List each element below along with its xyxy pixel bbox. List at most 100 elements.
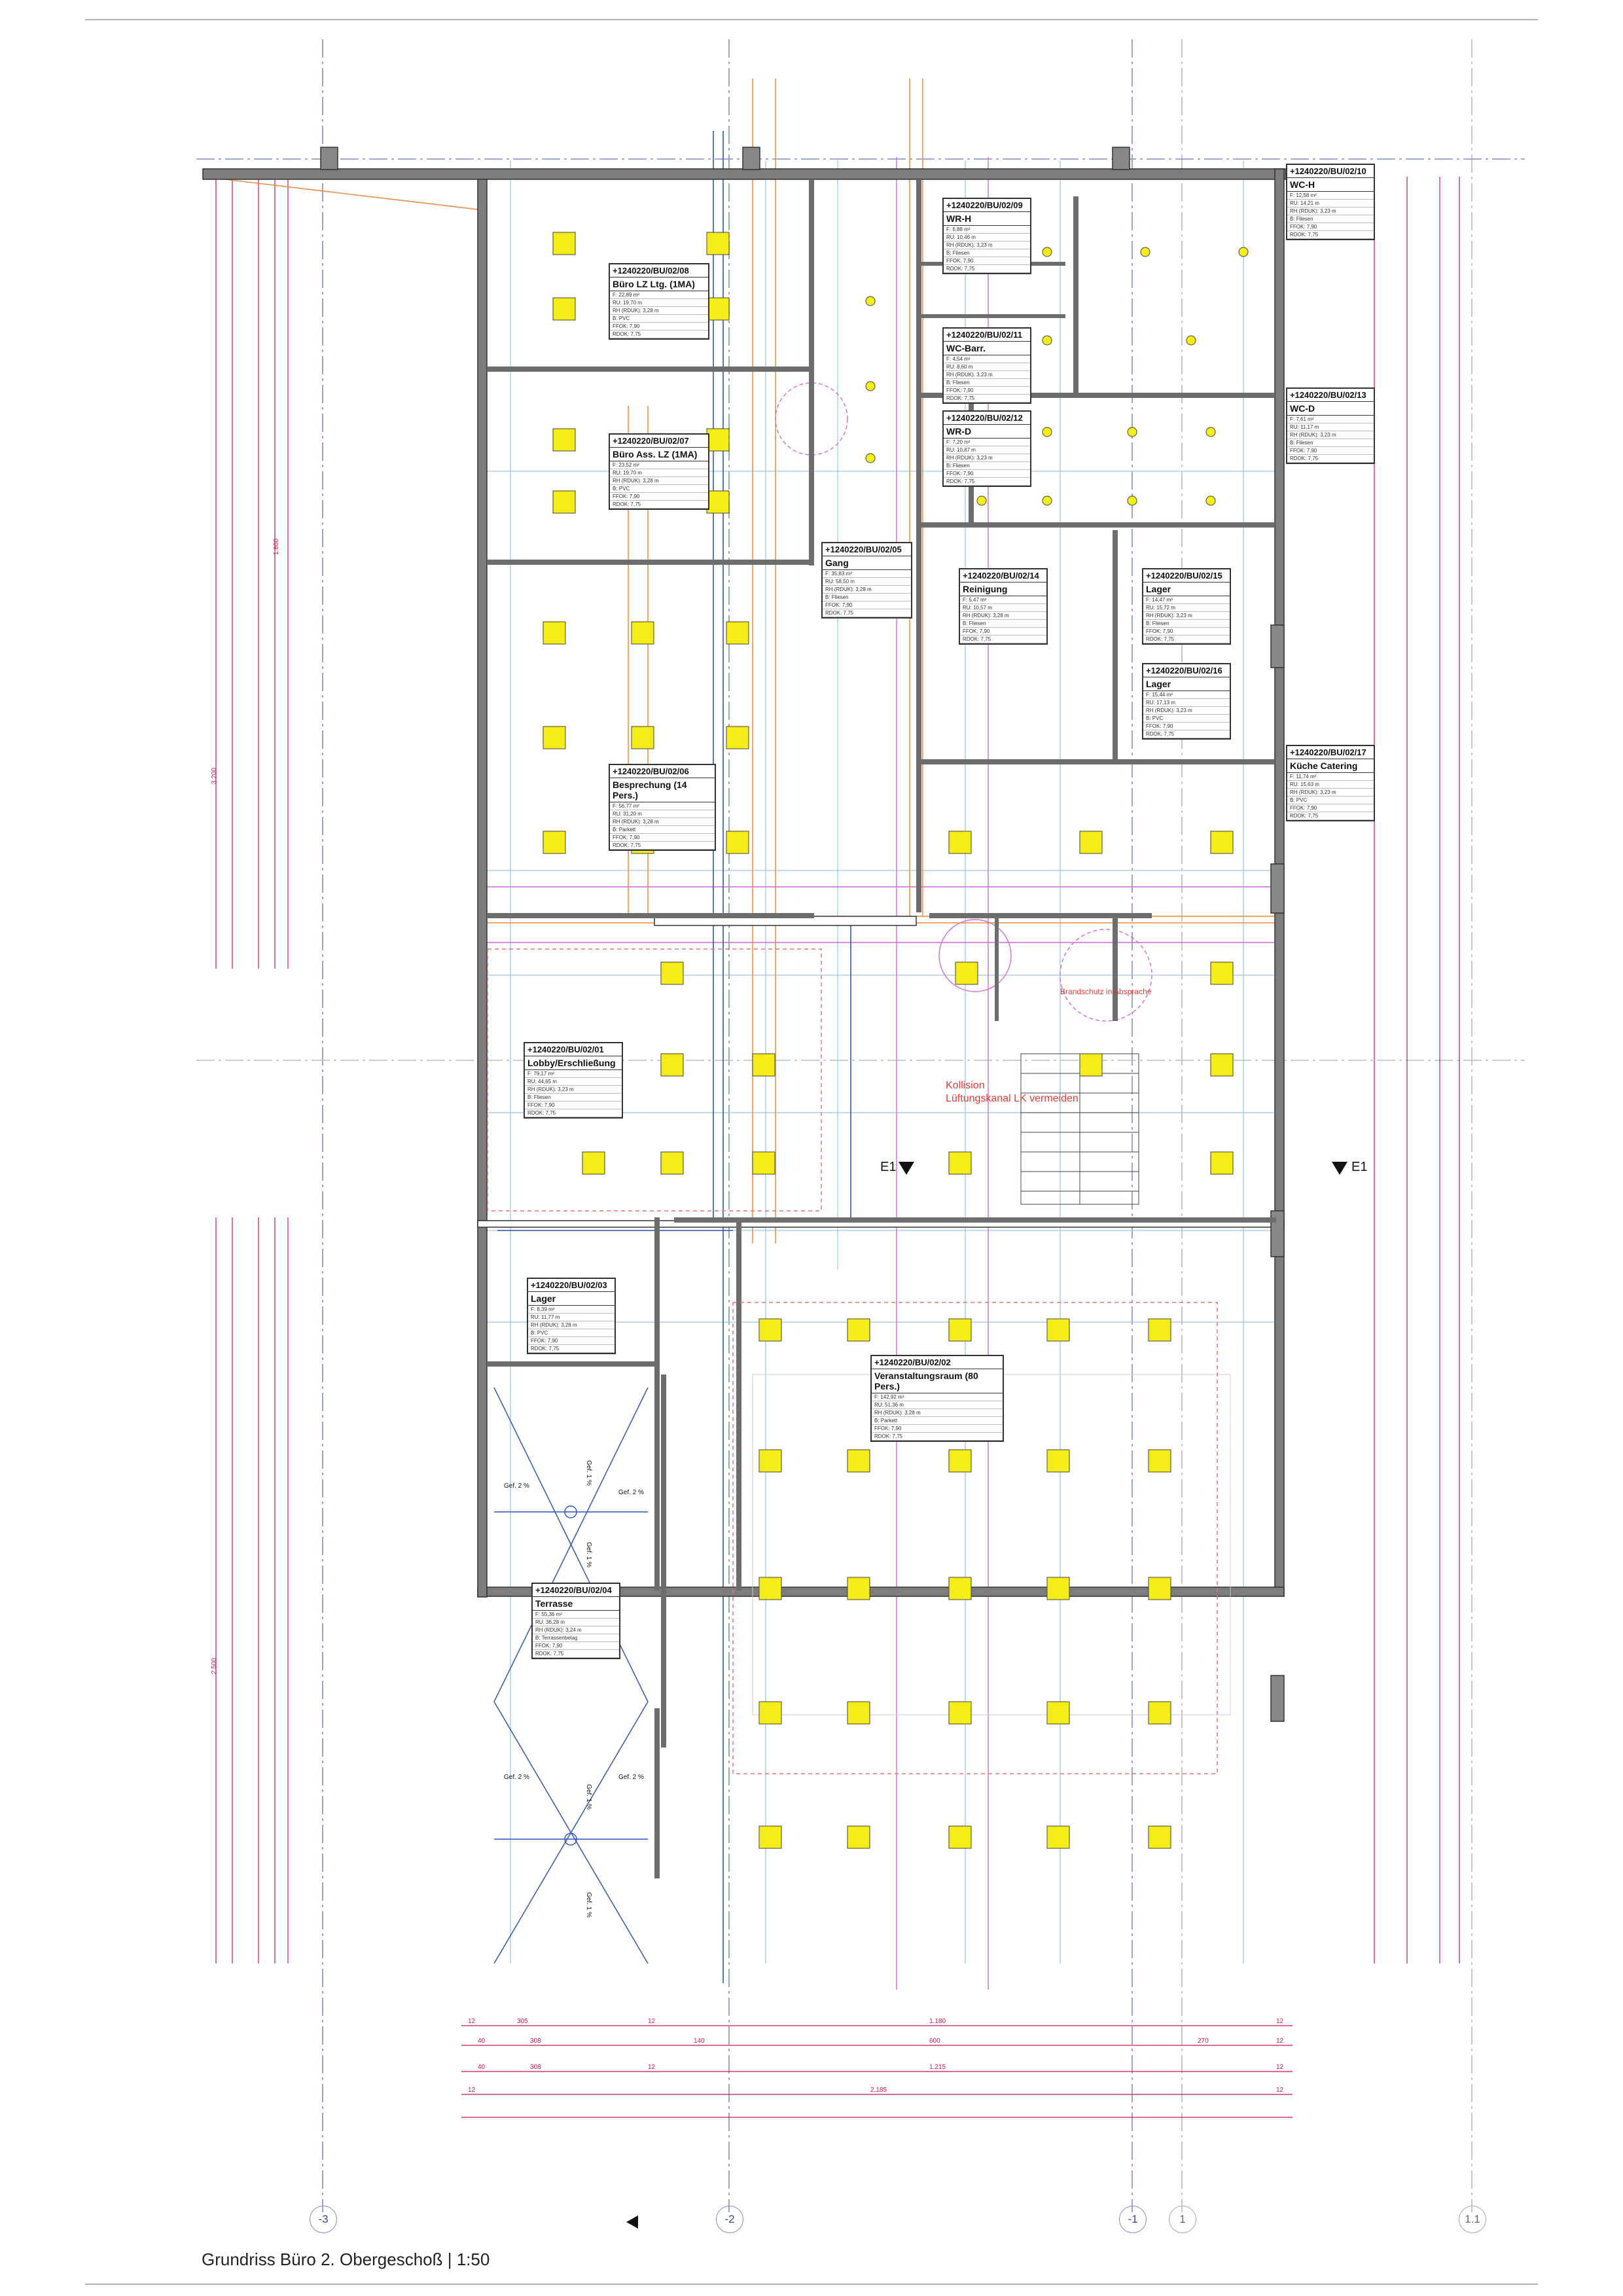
room-height: RH (RDUK): 3,28 m <box>960 612 1046 620</box>
terrace-slope-lines <box>493 1387 649 1964</box>
room-name: Lager <box>528 1292 615 1306</box>
room-ffok: FFOK: 7,90 <box>610 323 708 331</box>
dim-text: 12 <box>648 2064 656 2071</box>
room-area: F: 12,58 m² <box>1287 192 1374 200</box>
room-id: +1240220/BU/02/06 <box>610 765 715 778</box>
room-ffok: FFOK: 7,90 <box>610 834 715 842</box>
room-label: +1240220/BU/02/16 Lager F: 15,44 m² RU: … <box>1142 663 1231 740</box>
slope-label: Gef. 1 % <box>584 1892 592 1918</box>
room-rdok: RDOK: 7,75 <box>528 1345 615 1353</box>
dim-text: 2.500 <box>211 1657 219 1675</box>
walls <box>202 147 1287 1722</box>
dim-text: 12 <box>468 2018 476 2025</box>
room-area: F: 11,74 m² <box>1287 773 1374 781</box>
room-perimeter: RU: 11,77 m <box>528 1314 615 1321</box>
room-name: Besprechung (14 Pers.) <box>610 778 715 802</box>
room-ffok: FFOK: 7,90 <box>533 1642 619 1650</box>
room-name: Lager <box>1143 677 1230 691</box>
room-label: +1240220/BU/02/17 Küche Catering F: 11,7… <box>1286 745 1375 821</box>
room-flooring: B: Terrassenbelag <box>533 1634 619 1642</box>
room-label: +1240220/BU/02/01 Lobby/Erschließung F: … <box>524 1042 623 1119</box>
room-flooring: B: Fliesen <box>1287 215 1374 223</box>
room-flooring: B: PVC <box>610 485 708 493</box>
room-ffok: FFOK: 7,90 <box>944 470 1030 478</box>
room-name: WR-H <box>944 212 1030 226</box>
room-height: RH (RDUK): 3,23 m <box>1143 707 1230 715</box>
room-perimeter: RU: 14,21 m <box>1287 200 1374 207</box>
room-height: RH (RDUK): 3,23 m <box>1287 431 1374 439</box>
room-area: F: 15,44 m² <box>1143 691 1230 699</box>
room-perimeter: RU: 44,65 m <box>525 1078 622 1086</box>
room-id: +1240220/BU/02/01 <box>525 1043 622 1056</box>
room-name: Reinigung <box>960 583 1046 596</box>
room-ffok: FFOK: 7,90 <box>960 628 1046 636</box>
room-perimeter: RU: 10,46 m <box>944 234 1030 242</box>
dim-text: 3.200 <box>211 767 219 785</box>
room-height: RH (RDUK): 3,28 m <box>823 586 911 594</box>
room-ffok: FFOK: 7,90 <box>1287 447 1374 455</box>
room-ffok: FFOK: 7,90 <box>1143 628 1230 636</box>
room-area: F: 79,17 m² <box>525 1070 622 1078</box>
interior-walls <box>487 179 1276 1878</box>
dim-text: 12 <box>1276 2064 1284 2071</box>
room-perimeter: RU: 10,87 m <box>944 446 1030 454</box>
room-label: +1240220/BU/02/14 Reinigung F: 5,47 m² R… <box>959 568 1048 645</box>
drawing-caption: Grundriss Büro 2. Obergeschoß | 1:50 <box>202 2250 490 2269</box>
room-flooring: B: Fliesen <box>525 1094 622 1102</box>
room-rdok: RDOK: 7,75 <box>823 609 911 617</box>
room-label: +1240220/BU/02/11 WC-Barr. F: 4,54 m² RU… <box>942 327 1031 404</box>
room-height: RH (RDUK): 3,23 m <box>1287 207 1374 215</box>
dim-text: 12 <box>648 2018 656 2025</box>
room-id: +1240220/BU/02/10 <box>1287 165 1374 178</box>
room-label: +1240220/BU/02/02 Veranstaltungsraum (80… <box>870 1355 1004 1442</box>
room-area: F: 4,54 m² <box>944 355 1030 363</box>
room-id: +1240220/BU/02/07 <box>610 435 708 448</box>
grid-axis-label: 1 <box>1169 2206 1196 2233</box>
room-id: +1240220/BU/02/11 <box>944 329 1030 342</box>
room-label: +1240220/BU/02/05 Gang F: 35,83 m² RU: 5… <box>821 542 912 619</box>
slope-label: Gef. 1 % <box>584 1460 592 1486</box>
room-name: WR-D <box>944 425 1030 439</box>
note-collision: Kollision <box>946 1080 985 1091</box>
grid-axis-label: -1 <box>1119 2206 1147 2233</box>
room-id: +1240220/BU/02/02 <box>872 1356 1003 1369</box>
room-flooring: B: PVC <box>610 315 708 323</box>
room-height: RH (RDUK): 3,28 m <box>610 307 708 315</box>
room-height: RH (RDUK): 3,28 m <box>872 1409 1003 1417</box>
grid-axes <box>196 39 1525 2212</box>
room-height: RH (RDUK): 3,28 m <box>610 477 708 485</box>
room-area: F: 55,36 m² <box>533 1611 619 1619</box>
room-area: F: 142,92 m² <box>872 1393 1003 1401</box>
room-area: F: 5,47 m² <box>960 596 1046 604</box>
slope-label: Gef. 2 % <box>504 1482 529 1490</box>
room-height: RH (RDUK): 3,24 m <box>533 1626 619 1634</box>
note-duct: Lüftungskanal LK vermeiden <box>946 1093 1079 1104</box>
room-ffok: FFOK: 7,90 <box>1287 804 1374 812</box>
room-flooring: B: PVC <box>1287 797 1374 804</box>
room-id: +1240220/BU/02/03 <box>528 1279 615 1292</box>
staircase <box>1020 1053 1139 1205</box>
room-area: F: 14,47 m² <box>1143 596 1230 604</box>
dim-text: 12 <box>1276 2087 1284 2094</box>
room-name: Gang <box>823 556 911 570</box>
dim-text: 308 <box>530 2064 541 2071</box>
room-rdok: RDOK: 7,75 <box>1287 812 1374 820</box>
room-ffok: FFOK: 7,90 <box>1287 223 1374 231</box>
room-rdok: RDOK: 7,75 <box>1143 636 1230 643</box>
room-perimeter: RU: 19,70 m <box>610 299 708 307</box>
room-ffok: FFOK: 7,90 <box>525 1102 622 1109</box>
dim-text: 2.185 <box>870 2087 887 2094</box>
room-area: F: 56,77 m² <box>610 802 715 810</box>
slope-label: Gef. 1 % <box>584 1784 592 1810</box>
room-name: Büro Ass. LZ (1MA) <box>610 448 708 461</box>
room-name: Veranstaltungsraum (80 Pers.) <box>872 1369 1003 1393</box>
room-rdok: RDOK: 7,75 <box>944 265 1030 273</box>
dim-text: 1.180 <box>929 2018 946 2025</box>
room-name: Terrasse <box>533 1597 619 1611</box>
room-height: RH (RDUK): 3,23 m <box>525 1086 622 1094</box>
room-perimeter: RU: 36,28 m <box>533 1619 619 1626</box>
room-label: +1240220/BU/02/06 Besprechung (14 Pers.)… <box>609 764 716 851</box>
room-height: RH (RDUK): 3,23 m <box>944 242 1030 249</box>
grid-axis-label: -3 <box>310 2206 337 2233</box>
room-id: +1240220/BU/02/13 <box>1287 389 1374 402</box>
